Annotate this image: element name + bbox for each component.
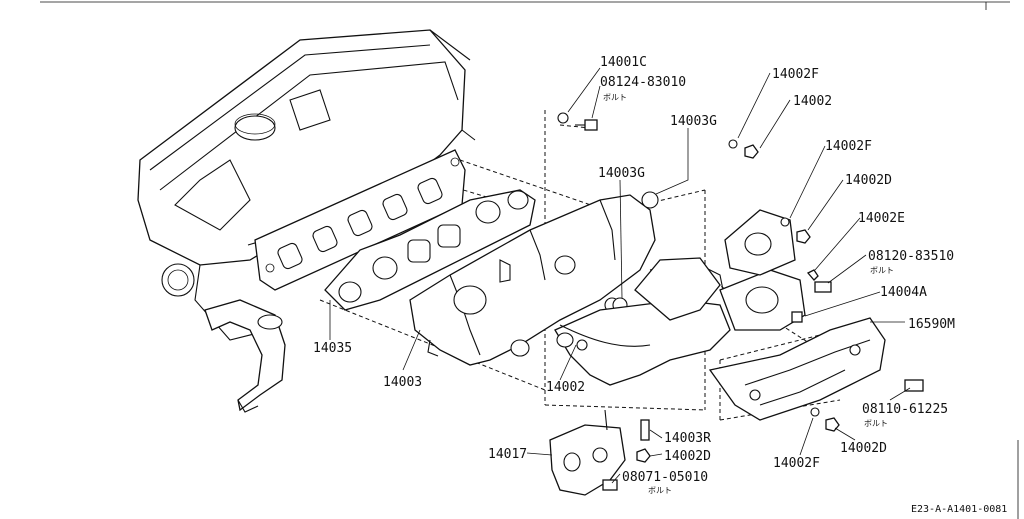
callout-14003G-a: 14003G [670, 114, 717, 129]
bolt-08110 [904, 379, 924, 392]
callout-14002D-c: 14002D [664, 449, 711, 464]
bracket-14017 [549, 409, 626, 496]
callout-08124-83010-sub: ボルト [603, 93, 627, 102]
nut-14002D-a [796, 229, 811, 244]
washer-14001C [557, 112, 569, 124]
callout-14002D-b: 14002D [840, 441, 887, 456]
washer-14002E [806, 269, 819, 281]
nut-14002-a [744, 144, 759, 159]
stud-14004A [791, 311, 803, 323]
frame-corners [40, 1, 1019, 519]
callout-14002-a: 14002 [793, 94, 832, 109]
figure-code: E23-A-A1401-0081 [911, 504, 1007, 515]
bolt-08120 [814, 281, 832, 293]
washer-14002F-a [728, 139, 738, 149]
callout-14003G-b: 14003G [598, 166, 645, 181]
fasteners [557, 112, 924, 491]
nut-14002D-c [636, 448, 651, 463]
bolt-08071 [602, 479, 618, 491]
manifold-gasket-14035 [324, 189, 536, 311]
nut-14002-b [576, 339, 588, 351]
callout-08110-61225: 08110-61225 [862, 402, 948, 417]
callout-08110-61225-sub: ボルト [864, 419, 888, 428]
callout-08124-83010: 08124-83010 [600, 75, 686, 90]
callout-14002F-b: 14002F [825, 139, 872, 154]
callout-08120-83510: 08120-83510 [868, 249, 954, 264]
callout-14003R: 14003R [664, 431, 711, 446]
callout-08071-05010: 08071-05010 [622, 470, 708, 485]
exhaust-flange [719, 209, 806, 331]
callout-14002D-a: 14002D [845, 173, 892, 188]
callout-14002F-c: 14002F [773, 456, 820, 471]
callout-14002-b: 14002 [546, 380, 585, 395]
bolt-08124 [584, 119, 598, 131]
callout-14002E: 14002E [858, 211, 905, 226]
callout-14003: 14003 [383, 375, 422, 390]
callout-14001C: 14001C [600, 55, 647, 70]
ring-14003G [641, 191, 659, 209]
leader-lines [329, 67, 911, 484]
stud-14003R [640, 419, 650, 441]
callout-08071-05010-sub: ボルト [648, 486, 672, 495]
washer-14002F-c [810, 407, 820, 417]
exhaust-manifold [554, 257, 731, 386]
callout-14004A: 14004A [880, 285, 927, 300]
callout-labels: 14001C 08124-83010 ボルト 14002F 14002 1400… [313, 55, 955, 495]
nut-14002D-b [825, 417, 840, 432]
callout-14002F-a: 14002F [772, 67, 819, 82]
callout-16590M: 16590M [908, 317, 955, 332]
callout-14035: 14035 [313, 341, 352, 356]
callout-08120-83510-sub: ボルト [870, 266, 894, 275]
callout-14017: 14017 [488, 447, 527, 462]
water-outlet [204, 299, 286, 413]
heat-shield-16590M [708, 317, 886, 421]
washer-14002F-b [780, 217, 790, 227]
